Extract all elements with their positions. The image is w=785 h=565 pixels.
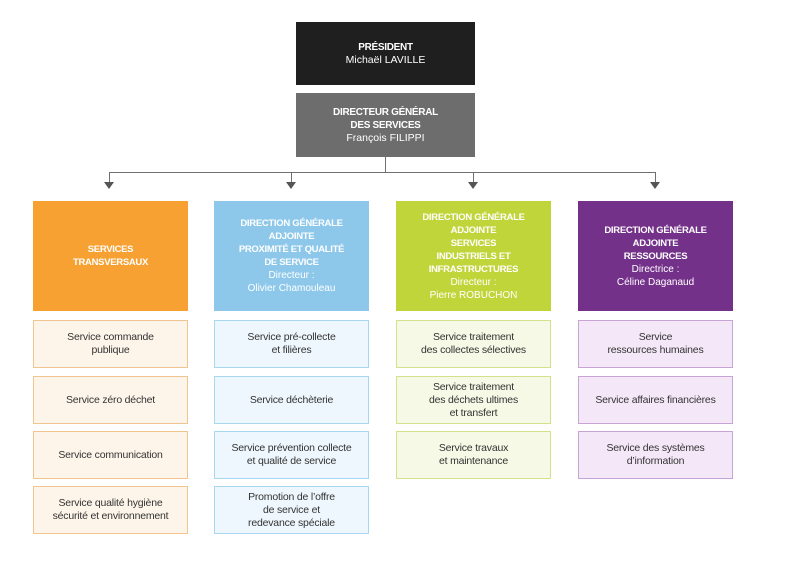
service-label: Service déchèterie	[249, 393, 334, 407]
connector-drop-1	[109, 172, 110, 183]
service-label-line: des déchets ultimes	[429, 393, 518, 406]
service-label-line: Service	[638, 331, 673, 343]
direction-title-line: DIRECTION GÉNÉRALE	[240, 218, 343, 229]
service-label-line: et transfert	[449, 406, 498, 419]
dgs-title-line-2: DES SERVICES	[350, 119, 421, 131]
president-title: PRÉSIDENT	[358, 41, 413, 53]
direction-title-line: PROXIMITÉ ET QUALITÉ	[238, 244, 345, 255]
direction-title-line: DIRECTION GÉNÉRALE	[422, 211, 525, 223]
service-box: Service déchèterie	[214, 376, 369, 424]
direction-title-line: INDUSTRIELS ET	[436, 250, 511, 262]
direction-title-line: DE SERVICE	[264, 257, 319, 268]
direction-title-line: INFRASTRUCTURES	[428, 263, 519, 275]
direction-title-line: ADJOINTE	[268, 231, 315, 242]
service-label-line: Service zéro déchet	[66, 393, 155, 406]
service-label-line: Service commande	[67, 331, 154, 343]
service-label-line: Service traitement	[432, 380, 514, 393]
director-name: Céline Daganaud	[616, 276, 695, 288]
service-label-line: et filières	[271, 344, 312, 356]
direction-title-line: RESSOURCES	[623, 250, 688, 262]
direction-box-1: SERVICES TRANSVERSAUX	[33, 201, 188, 311]
connector-drop-2	[291, 172, 292, 183]
connector-drop-3	[473, 172, 474, 183]
service-box: Service communication	[33, 431, 188, 479]
service-label-line: Service déchèterie	[249, 393, 334, 406]
direction-title-line: TRANSVERSAUX	[72, 257, 149, 268]
service-box: Service zéro déchet	[33, 376, 188, 424]
direction-title-line: ADJOINTE	[450, 224, 497, 236]
director-label: Directeur :	[268, 270, 315, 281]
service-label-line: Service pré-collecte	[247, 331, 336, 343]
service-label-line: Service des systèmes	[606, 442, 705, 454]
connector-vertical	[385, 157, 386, 172]
service-label-line: des collectes sélectives	[421, 344, 526, 356]
direction-title-line: ADJOINTE	[632, 237, 679, 249]
service-label: Service zéro déchet	[66, 394, 155, 407]
service-label-line: publique	[91, 344, 130, 356]
dgs-title-line-1: DIRECTEUR GÉNÉRAL	[333, 106, 438, 118]
director-label: Directeur :	[450, 276, 497, 288]
arrow-down-icon	[468, 182, 478, 189]
dgs-box: DIRECTEUR GÉNÉRAL DES SERVICES François …	[296, 93, 475, 157]
president-box: PRÉSIDENT Michaël LAVILLE	[296, 22, 475, 85]
direction-title-line: SERVICES	[450, 237, 497, 249]
service-label: Service communication	[58, 448, 163, 462]
arrow-down-icon	[650, 182, 660, 189]
service-label-line: et maintenance	[439, 455, 508, 467]
arrow-down-icon	[286, 182, 296, 189]
service-label-line: Service qualité hygiène	[58, 497, 163, 509]
service-label-line: ressources humaines	[607, 344, 704, 356]
service-label-line: d’information	[626, 455, 685, 467]
direction-box-2: DIRECTION GÉNÉRALE ADJOINTE PROXIMITÉ ET Q…	[214, 201, 369, 311]
direction-title-line: DIRECTION GÉNÉRALE	[604, 224, 707, 236]
service-label-line: de service et	[263, 503, 320, 516]
service-label-line: et qualité de service	[246, 455, 337, 467]
service-label-line: Promotion de l’offre	[248, 490, 335, 503]
dgs-name: François FILIPPI	[346, 131, 425, 144]
direction-title-line: SERVICES	[87, 244, 134, 255]
director-label: Directrice :	[631, 263, 680, 275]
connector-horizontal	[109, 172, 655, 173]
service-label-line: sécurité et environnement	[52, 510, 169, 522]
service-label-line: Service traitement	[432, 331, 514, 343]
service-label-line: redevance spéciale	[248, 516, 335, 529]
service-label-line: Service communication	[58, 448, 163, 461]
service-label-line: Service travaux	[438, 442, 509, 454]
director-name: Pierre ROBUCHON	[429, 289, 518, 301]
arrow-down-icon	[104, 182, 114, 189]
service-box: Service affaires financières	[578, 376, 733, 424]
connector-drop-4	[655, 172, 656, 183]
service-label: Service affaires financières	[595, 394, 715, 407]
service-label-line: Service affaires financières	[595, 393, 716, 406]
director-name: Olivier Chamouleau	[247, 283, 336, 294]
service-label-line: Service prévention collecte	[231, 442, 352, 454]
president-name: Michaël LAVILLE	[345, 53, 426, 66]
